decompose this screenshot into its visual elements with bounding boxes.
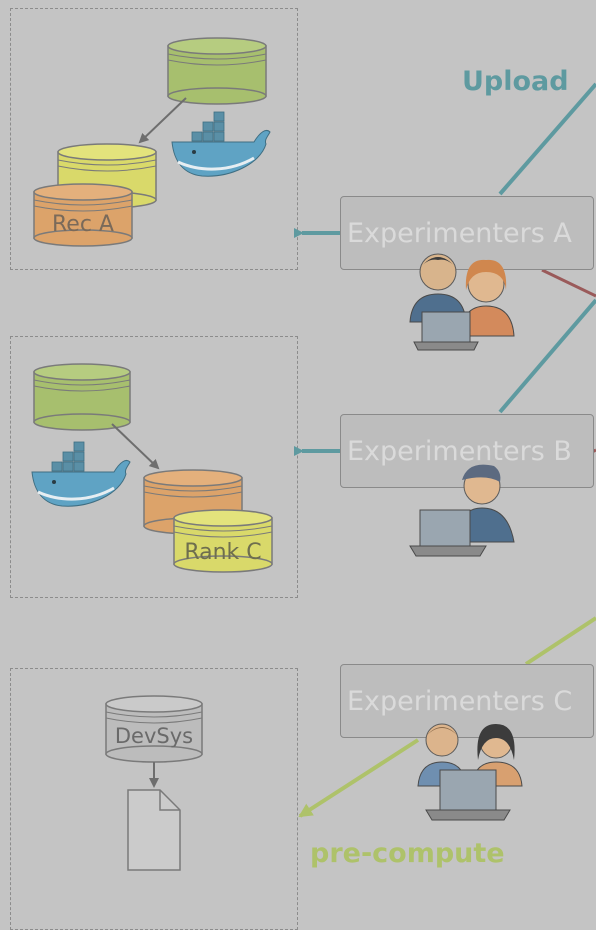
rank-c-label: Rank C xyxy=(184,540,262,565)
precompute-line xyxy=(298,738,420,818)
rec-a-label: Rec A xyxy=(52,212,114,237)
experimenters-c-label: Experimenters C xyxy=(347,685,573,717)
devsys-label: DevSys xyxy=(114,724,194,748)
link-line-red xyxy=(541,268,596,298)
experimenters-a-label: Experimenters A xyxy=(347,217,572,249)
upload-line-a xyxy=(498,82,596,196)
panel-rec-a xyxy=(10,8,298,270)
experimenters-b-box: Experimenters B xyxy=(340,414,594,488)
upload-line-b xyxy=(498,298,596,414)
precompute-line-top xyxy=(524,616,596,666)
experimenters-c-box: Experimenters C xyxy=(340,664,594,738)
precompute-label: pre-compute xyxy=(310,838,505,869)
experimenters-a-box: Experimenters A xyxy=(340,196,594,270)
panel-rank-c xyxy=(10,336,298,598)
experimenters-b-label: Experimenters B xyxy=(347,435,572,467)
upload-label: Upload xyxy=(462,66,569,97)
